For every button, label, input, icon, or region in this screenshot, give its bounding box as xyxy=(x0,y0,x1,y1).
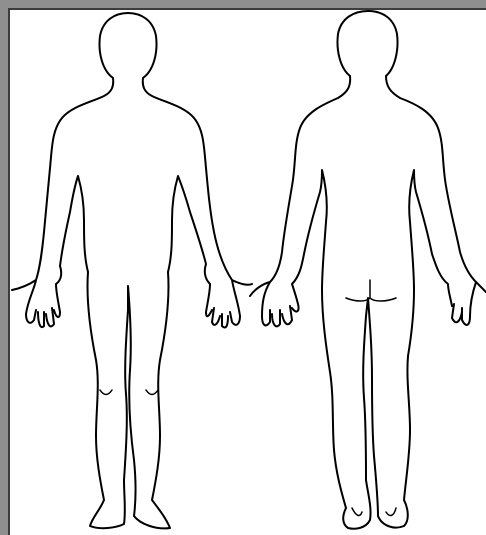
front-head xyxy=(100,13,157,78)
body-chart-canvas xyxy=(8,8,486,535)
back-heel-lines xyxy=(352,508,396,515)
front-legs xyxy=(87,272,170,528)
front-body-figure xyxy=(12,13,252,528)
front-right-side xyxy=(143,78,252,328)
front-left-side xyxy=(12,78,113,327)
back-right-side xyxy=(386,76,486,325)
back-head xyxy=(338,11,398,76)
back-gluteal-line xyxy=(346,280,396,301)
back-left-side xyxy=(250,76,350,326)
body-outline-diagram xyxy=(10,10,486,535)
back-legs xyxy=(322,290,414,529)
back-body-figure xyxy=(250,11,486,529)
